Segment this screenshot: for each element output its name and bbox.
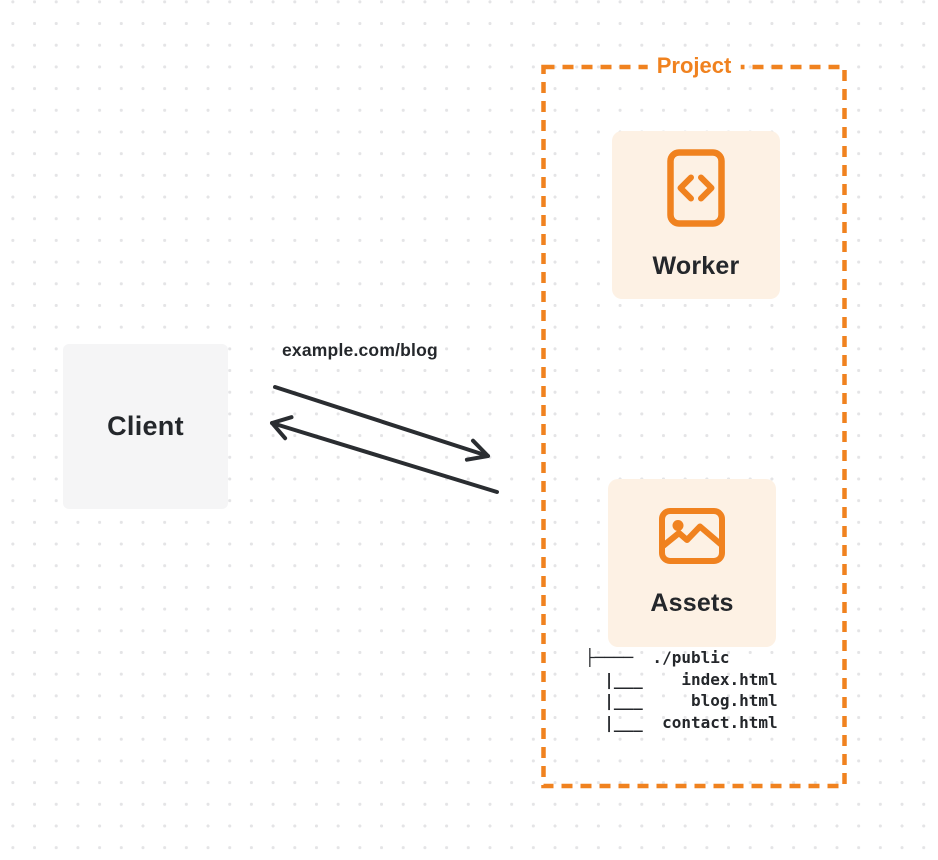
response-arrowhead-icon [270, 415, 294, 441]
assets-file-tree: ├──── ./public |___ index.html |___ blog… [585, 648, 778, 732]
image-icon [659, 508, 725, 569]
response-arrow-line [270, 421, 499, 494]
worker-label: Worker [652, 252, 740, 280]
assets-label: Assets [650, 589, 734, 617]
worker-node: Worker [612, 131, 780, 299]
project-label: Project [647, 52, 741, 80]
client-label: Client [107, 411, 184, 441]
request-arrowhead-icon [464, 438, 490, 462]
assets-node: Assets [608, 479, 776, 647]
request-url-label: example.com/blog [282, 340, 438, 360]
code-file-icon [667, 149, 725, 232]
client-node: Client [63, 344, 228, 509]
request-arrow-line [273, 385, 490, 458]
